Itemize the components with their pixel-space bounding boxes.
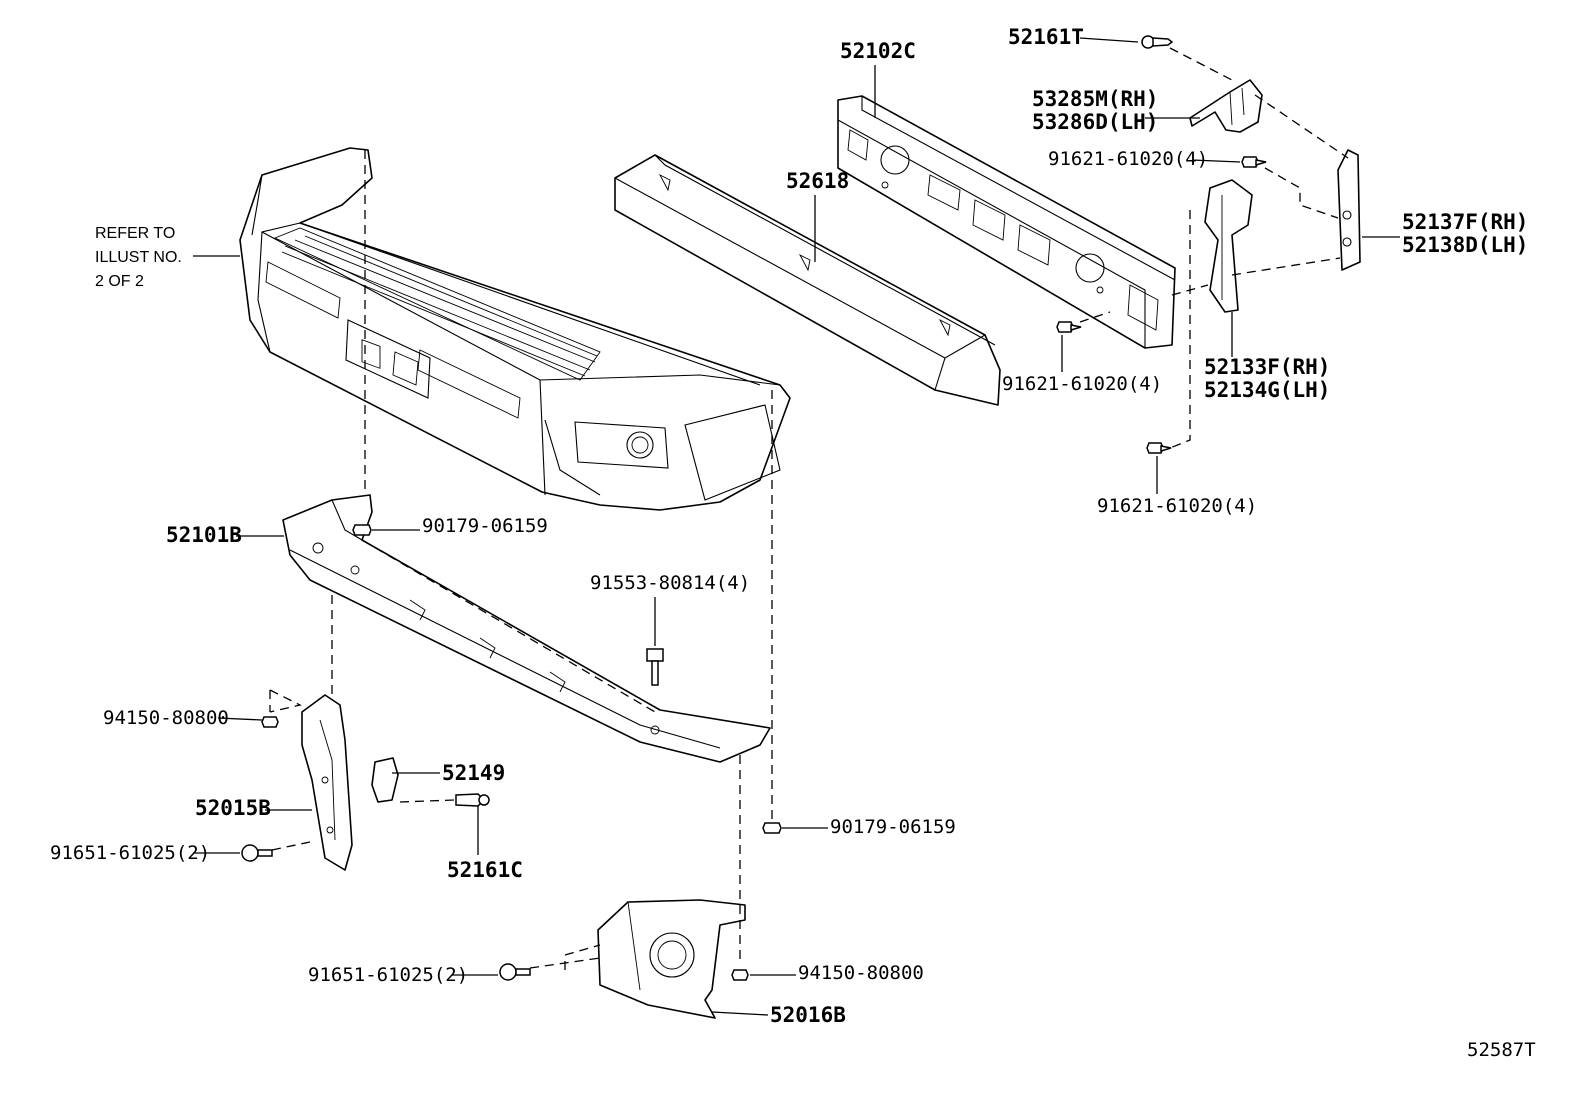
label-94150-b: 94150-80800: [798, 962, 924, 984]
label-91651-b: 91651-61025(2): [308, 964, 468, 986]
label-52161T: 52161T: [1008, 25, 1084, 49]
diagram-id: 52587T: [1467, 1039, 1536, 1061]
fasteners: [241, 35, 1267, 981]
label-52137F: 52137F(RH): [1402, 210, 1528, 234]
label-91553: 91553-80814(4): [590, 572, 750, 594]
label-52101B: 52101B: [166, 523, 242, 547]
bracket-52137F: [1337, 149, 1361, 271]
label-91651-a: 91651-61025(2): [50, 842, 210, 864]
label-91621-c: 91621-61020(4): [1097, 495, 1257, 517]
note-line-2: ILLUST NO.: [95, 249, 182, 266]
label-91621-a: 91621-61020(4): [1048, 148, 1208, 170]
label-52016B: 52016B: [770, 1003, 846, 1027]
label-94150-a: 94150-80800: [103, 707, 229, 729]
label-52102C: 52102C: [840, 39, 916, 63]
energy-absorber: [614, 154, 1001, 406]
bumper-cover: [239, 147, 791, 511]
label-91621-b: 91621-61020(4): [1002, 373, 1162, 395]
label-52138D: 52138D(LH): [1402, 233, 1528, 257]
bracket-52149: [371, 757, 399, 803]
label-52618: 52618: [786, 169, 849, 193]
lower-reinforcement: [282, 494, 771, 763]
label-52133F: 52133F(RH): [1204, 355, 1330, 379]
bracket-52015B: [301, 694, 353, 871]
bracket-52133F: [1204, 179, 1253, 313]
note-line-1: REFER TO: [95, 225, 175, 242]
bumper-reinforcement: [837, 95, 1176, 349]
label-90179-b: 90179-06159: [830, 816, 956, 838]
retainer-53285M: [1189, 79, 1263, 133]
label-52149: 52149: [442, 761, 505, 785]
label-53285M: 53285M(RH): [1032, 87, 1158, 111]
label-52134G: 52134G(LH): [1204, 378, 1330, 402]
label-53286D: 53286D(LH): [1032, 110, 1158, 134]
bracket-52016B: [597, 899, 746, 1019]
label-52015B: 52015B: [195, 796, 271, 820]
labels: REFER TO ILLUST NO. 2 OF 2 52102C 52161T…: [50, 25, 1536, 1061]
assembly-lines: [269, 47, 1349, 970]
leader-lines: [193, 37, 1400, 1016]
label-90179-a: 90179-06159: [422, 515, 548, 537]
label-52161C: 52161C: [447, 858, 523, 882]
note-line-3: 2 OF 2: [95, 273, 144, 290]
